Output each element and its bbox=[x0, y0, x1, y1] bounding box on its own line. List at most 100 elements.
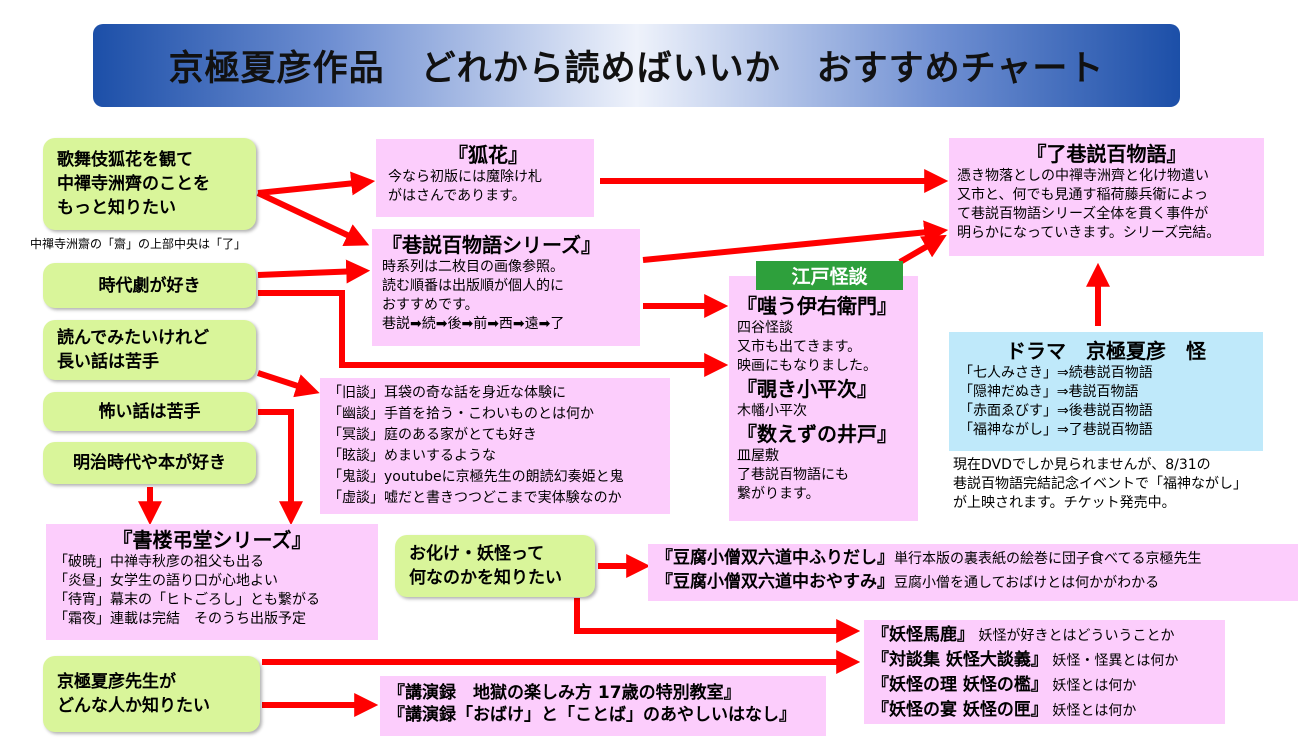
tofu-book-note: 豆腐小僧を通しておばけとは何かがわかる bbox=[894, 575, 1160, 591]
ryou-title: 『了巷説百物語』 bbox=[1026, 142, 1187, 166]
kaidan-line: 「冥談」庭のある家がとても好き bbox=[328, 427, 537, 443]
yokai-book-note: 妖怪とは何か bbox=[1052, 678, 1137, 694]
start-short-line: 長い話は苦手 bbox=[57, 352, 159, 372]
kabuki-note: 中禪寺洲齋の「齋」の上部中央は「了」 bbox=[30, 237, 247, 251]
arrow-jidaigeki-to-edo bbox=[258, 290, 729, 377]
kitsunebana-line: 今なら初版には魔除け札 bbox=[388, 169, 542, 185]
start-scary: 怖い話は苦手 bbox=[43, 392, 256, 431]
arrow-edo-to-ryou bbox=[898, 234, 947, 265]
tofu-kozou-box: 『豆腐小僧双六道中ふりだし』単行本版の裏表紙の絵巻に団子食べてる京極先生 『豆腐… bbox=[648, 544, 1298, 601]
edo-book-line: 皿屋敷 bbox=[737, 448, 779, 464]
drama-box: ドラマ 京極夏彦 怪 「七人みさき」⇒続巷説百物語 「隠神だぬき」⇒巷説百物語 … bbox=[949, 332, 1263, 451]
yokai-book-title: 『妖怪馬鹿』 bbox=[872, 625, 974, 645]
drama-note-line: 現在DVDでしか見られませんが、8/31の bbox=[953, 457, 1211, 473]
kousetsu-line: 読む順番は出版順が個人的に bbox=[382, 278, 564, 294]
start-kabuki-line: もっと知りたい bbox=[57, 198, 176, 218]
ryou-line: 明らかになっていきます。シリーズ完結。 bbox=[957, 225, 1221, 241]
drama-note: 現在DVDでしか見られませんが、8/31の 巷説百物語完結記念イベントで「福神な… bbox=[953, 456, 1247, 513]
drama-episode: 「赤面ゑびす」⇒後巷説百物語 bbox=[959, 403, 1153, 419]
start-short-line: 読んでみたいけれど bbox=[57, 328, 210, 348]
kousetsu-title: 『巷説百物語シリーズ』 bbox=[382, 233, 601, 257]
start-kabuki: 歌舞伎狐花を観て 中禪寺洲齊のことを もっと知りたい bbox=[43, 138, 256, 230]
yokai-book-note: 妖怪とは何か bbox=[1052, 703, 1137, 719]
kaidan-series-box: 「旧談」耳袋の奇な話を身近な体験に 「幽談」手首を拾う・こわいものとは何か 「冥… bbox=[320, 378, 670, 514]
shorou-series-box: 『書楼弔堂シリーズ』 「破暁」中禅寺秋彦の祖父も出る 「炎昼」女学生の語り口が心… bbox=[46, 524, 378, 640]
yokai-book-title: 『妖怪の宴 妖怪の匣』 bbox=[872, 700, 1048, 720]
drama-note-line: 巷説百物語完結記念イベントで「福神ながし」 bbox=[953, 476, 1247, 492]
arrow-kabuki-to-kousetsu bbox=[256, 190, 370, 246]
yokai-book-title: 『妖怪の理 妖怪の檻』 bbox=[872, 675, 1048, 695]
page-title: 京極夏彦作品 どれから読めばいいか おすすめチャート bbox=[168, 49, 1105, 89]
title-banner: 京極夏彦作品 どれから読めばいいか おすすめチャート bbox=[93, 24, 1180, 107]
ryou-line: 憑き物落としの中禪寺洲齊と化け物遣い bbox=[957, 168, 1209, 184]
shorou-line: 「破暁」中禅寺秋彦の祖父も出る bbox=[54, 554, 264, 570]
kitsunebana-title: 『狐花』 bbox=[448, 143, 528, 167]
start-short-stories: 読んでみたいけれど 長い話は苦手 bbox=[43, 320, 256, 380]
start-jidaigeki: 時代劇が好き bbox=[43, 263, 256, 308]
start-person: 京極夏彦先生が どんな人か知りたい bbox=[43, 656, 260, 732]
start-person-line: どんな人か知りたい bbox=[57, 696, 210, 716]
kousetsu-order: 巷説➡続➡後➡前➡西➡遠➡了 bbox=[382, 316, 565, 332]
start-kabuki-line: 中禪寺洲齊のことを bbox=[57, 174, 210, 194]
ryou-line: 又市と、何でも見通す稲荷藤兵衛によっ bbox=[957, 187, 1209, 203]
kaidan-line: 「旧談」耳袋の奇な話を身近な体験に bbox=[328, 385, 566, 401]
start-jidaigeki-line: 時代劇が好き bbox=[98, 275, 201, 296]
lecture-title: 『講演録 地獄の楽しみ方 17歳の特別教室』 bbox=[388, 683, 741, 703]
kousetsu-line: おすすめです。 bbox=[382, 297, 479, 313]
tofu-book-title: 『豆腐小僧双六道中ふりだし』 bbox=[656, 548, 894, 568]
edo-book-line: 木幡小平次 bbox=[737, 403, 807, 419]
edo-book-line: 映画にもなりました。 bbox=[737, 358, 877, 374]
yokai-book-note: 妖怪・怪異とは何か bbox=[1052, 653, 1179, 669]
edo-book-line: 繋がります。 bbox=[737, 486, 820, 502]
start-yokai: お化け・妖怪って 何なのかを知りたい bbox=[395, 535, 595, 597]
kaidan-line: 「虚談」嘘だと書きつつどこまで実体験なのか bbox=[328, 490, 622, 506]
start-scary-line: 怖い話は苦手 bbox=[98, 401, 201, 422]
drama-episode: 「福神ながし」⇒了巷説百物語 bbox=[959, 422, 1153, 438]
tofu-book-note: 単行本版の裏表紙の絵巻に団子食べてる京極先生 bbox=[894, 551, 1202, 567]
start-yokai-line: 何なのかを知りたい bbox=[409, 568, 562, 588]
arrow-kousetsu-to-ryou bbox=[642, 220, 949, 263]
edo-book-title: 『覗き小平次』 bbox=[737, 377, 877, 401]
kitsunebana-box: 『狐花』 今なら初版には魔除け札 がはさんであります。 bbox=[376, 139, 594, 217]
start-meiji-line: 明治時代や本が好き bbox=[73, 453, 226, 473]
drama-episode: 「隠神だぬき」⇒巷説百物語 bbox=[959, 384, 1139, 400]
shorou-line: 「霜夜」連載は完結 そのうち出版予定 bbox=[54, 611, 306, 627]
edo-kaidan-label: 江戸怪談 bbox=[756, 261, 903, 290]
kaidan-line: 「幽談」手首を拾う・こわいものとは何か bbox=[328, 406, 594, 422]
ryou-kousetsu-box: 『了巷説百物語』 憑き物落としの中禪寺洲齊と化け物遣い 又市と、何でも見通す稲荷… bbox=[949, 138, 1264, 256]
arrow-yokai-to-yokai-books bbox=[574, 598, 861, 643]
shorou-title: 『書楼弔堂シリーズ』 bbox=[112, 528, 312, 552]
drama-episode: 「七人みさき」⇒続巷説百物語 bbox=[959, 365, 1153, 381]
edo-book-line: 了巷説百物語にも bbox=[737, 467, 849, 483]
kaidan-line: 「鬼談」youtubeに京極先生の朗読幻奏姫と鬼 bbox=[328, 469, 624, 485]
lecture-title: 『講演録「おばけ」と「ことば」のあやしいはなし』 bbox=[388, 705, 796, 725]
lectures-box: 『講演録 地獄の楽しみ方 17歳の特別教室』 『講演録「おばけ」と「ことば」のあ… bbox=[380, 676, 826, 736]
yokai-books-box: 『妖怪馬鹿』 妖怪が好きとはどういうことか 『対談集 妖怪大談義』 妖怪・怪異と… bbox=[864, 620, 1225, 724]
shorou-line: 「炎昼」女学生の語り口が心地よい bbox=[54, 573, 278, 589]
start-yokai-line: お化け・妖怪って bbox=[409, 544, 545, 564]
kousetsu-series-box: 『巷説百物語シリーズ』 時系列は二枚目の画像参照。 読む順番は出版順が個人的に … bbox=[372, 229, 640, 346]
yokai-book-note: 妖怪が好きとはどういうことか bbox=[978, 628, 1175, 644]
edo-book-title: 『嗤う伊右衛門』 bbox=[737, 294, 897, 318]
drama-title: ドラマ 京極夏彦 怪 bbox=[1006, 339, 1206, 363]
ryou-line: て巷説百物語シリーズ全体を貫く事件が bbox=[957, 206, 1209, 222]
edo-kaidan-box: 『嗤う伊右衛門』 四谷怪談 又市も出てきます。 映画にもなりました。 『覗き小平… bbox=[729, 276, 918, 521]
arrow-kabuki-to-kitsunebana bbox=[257, 171, 376, 196]
arrow-scary-to-shorou bbox=[258, 409, 303, 526]
yokai-book-title: 『対談集 妖怪大談義』 bbox=[872, 650, 1048, 670]
kitsunebana-line: がはさんであります。 bbox=[388, 188, 526, 204]
shorou-line: 「待宵」幕末の「ヒトごろし」とも繋がる bbox=[54, 592, 320, 608]
kaidan-line: 「眩談」めまいするような bbox=[328, 448, 496, 464]
start-kabuki-line: 歌舞伎狐花を観て bbox=[57, 150, 193, 170]
edo-book-line: 又市も出てきます。 bbox=[737, 339, 862, 355]
start-person-line: 京極夏彦先生が bbox=[57, 672, 176, 692]
tofu-book-title: 『豆腐小僧双六道中おやすみ』 bbox=[656, 572, 894, 592]
drama-note-line: が上映されます。チケット発売中。 bbox=[953, 495, 1176, 511]
edo-book-line: 四谷怪談 bbox=[737, 320, 793, 336]
start-meiji: 明治時代や本が好き bbox=[43, 442, 256, 484]
arrow-short-to-kaidan bbox=[257, 370, 320, 398]
kousetsu-line: 時系列は二枚目の画像参照。 bbox=[382, 259, 564, 275]
arrow-jidaigeki-to-kousetsu bbox=[257, 259, 371, 284]
edo-book-title: 『数えずの井戸』 bbox=[737, 422, 897, 446]
